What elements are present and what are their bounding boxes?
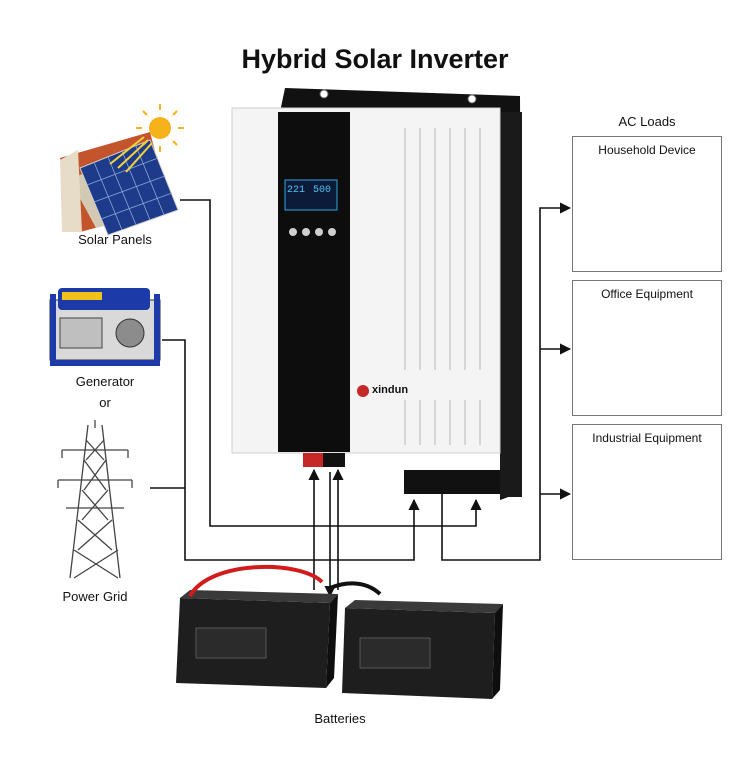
inverter-brand-logo: xindun xyxy=(372,384,409,396)
generator-label: Generator xyxy=(75,374,135,389)
household-device-box: Household Device xyxy=(572,136,722,272)
batteries-label: Batteries xyxy=(314,711,366,726)
display-right-readout: 500 xyxy=(313,185,332,196)
office-equipment-label: Office Equipment xyxy=(601,287,693,301)
diagram-title: Hybrid Solar Inverter xyxy=(241,44,509,74)
ac-loads-heading: AC Loads xyxy=(618,114,676,129)
display-left-readout: 221 xyxy=(287,185,306,196)
wiring xyxy=(150,199,572,598)
or-label: or xyxy=(99,395,111,410)
power-pylon-icon xyxy=(57,420,133,579)
industrial-equipment-box: Industrial Equipment xyxy=(572,424,722,560)
hybrid-inverter-unit xyxy=(231,88,522,500)
office-equipment-box: Office Equipment xyxy=(572,280,722,416)
generator-icon xyxy=(49,288,161,366)
industrial-equipment-label: Industrial Equipment xyxy=(592,431,702,445)
household-device-label: Household Device xyxy=(598,143,696,157)
solar-panels-label: Solar Panels xyxy=(78,232,152,247)
sun-icon xyxy=(109,104,184,173)
battery-bank xyxy=(176,564,503,699)
power-grid-label: Power Grid xyxy=(62,589,128,604)
solar-panel-icon xyxy=(60,132,179,236)
